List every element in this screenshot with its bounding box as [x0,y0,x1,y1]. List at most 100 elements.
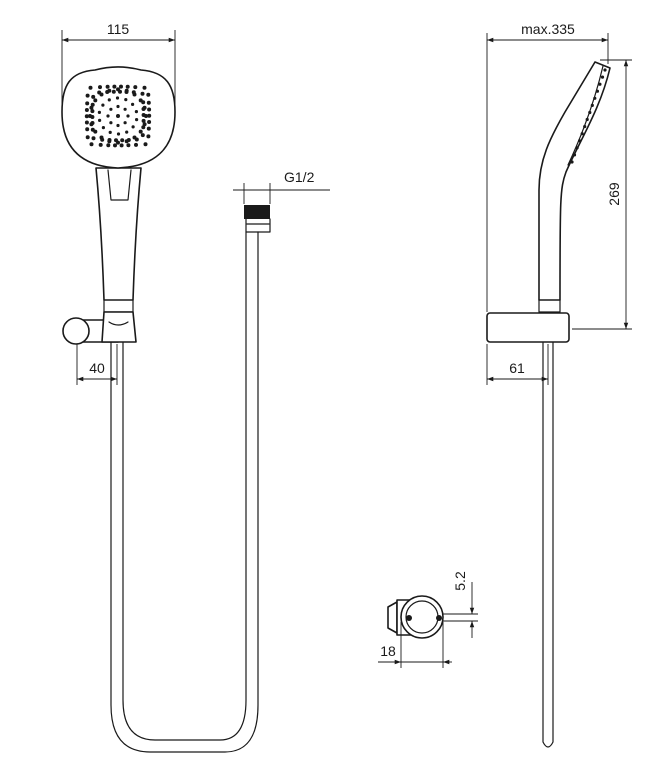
nozzle-dot [97,110,101,114]
nozzle-dot [134,137,139,142]
nozzle-dot [90,127,95,132]
nozzle-dot [97,90,102,95]
nozzle-dot [146,100,151,105]
nozzle-dot [107,98,111,102]
hose-front [110,231,259,753]
side-nozzle-dot [588,110,592,115]
dim-max-depth-label: max.335 [521,21,575,37]
dim-holder-front-label: 40 [89,360,105,376]
nozzle-dot [138,129,143,134]
dim-height-label: 269 [606,182,622,206]
nozzle-dot [123,121,127,125]
nozzle-dot [118,89,122,94]
nozzle-dot [143,142,148,147]
dim-bracket-width-label: 18 [380,643,396,659]
nozzle-dot [91,94,96,99]
side-nozzle-dot [578,139,582,143]
dim-head-width: 115 [61,21,176,108]
nozzle-dot [147,107,152,112]
nozzle-dot [101,103,105,107]
nozzle-dot [84,114,89,119]
nozzle-dot [141,113,146,117]
nozzle-dot [131,102,135,106]
nozzle-dot [116,132,121,136]
nozzle-dot [141,118,146,123]
nozzle-dot [109,107,113,111]
nozzle-dot [113,143,117,148]
side-nozzle-dot [598,82,602,86]
nozzle-dot [140,133,145,138]
side-nozzle-dot [575,146,579,150]
handset-handle [95,167,142,301]
nozzle-dot [141,100,146,105]
nozzle-dot [90,121,95,125]
dim-head-width-label: 115 [107,21,130,37]
nozzle-dot [135,118,139,122]
dim-bracket-width: 18 [378,622,452,668]
nozzle-dot [88,85,93,90]
nozzle-dot [116,104,120,109]
nozzle-dot [146,134,151,139]
nozzle-dot [126,138,131,142]
side-nozzle-dot [600,75,605,79]
nozzle-dot [131,90,136,95]
nozzle-dot [98,142,103,147]
nozzle-dot [105,90,110,94]
side-nozzle-dot [590,103,594,107]
dim-bracket-hole: 5.2 [442,571,478,638]
dim-bracket-hole-label: 5.2 [452,571,468,591]
dim-thread-label: G1/2 [284,169,315,185]
nozzle-dot [120,138,125,143]
nozzle-dot [108,130,112,134]
nozzle-dot [98,118,102,122]
dim-thread: G1/2 [233,169,330,204]
dim-holder-front: 40 [76,344,118,385]
nozzle-dot [89,105,94,110]
dim-max-depth: max.335 [486,21,609,312]
nozzle-dot [126,143,131,148]
front-view: 115 40 G1/2 [61,21,330,753]
side-nozzle-dot [603,68,607,72]
side-nozzle-dot [595,89,600,93]
nozzle-dot [142,85,147,90]
nozzle-dot [125,130,129,134]
nozzle-dot [116,123,120,128]
nozzle-dot [101,126,105,130]
side-nozzle-dot [570,160,574,164]
nozzle-dot [85,101,90,106]
nozzle-dot [133,85,138,90]
wall-holder-side [486,312,570,343]
nozzle-dot [84,108,89,112]
nozzle-dot [107,138,112,142]
nozzle-dot [126,114,130,118]
nozzle-dot [141,107,146,111]
nozzle-dot [85,93,90,98]
side-nozzle-dot [572,153,577,157]
hose-side [542,341,554,748]
nozzle-dot [119,84,123,89]
hose-connector [244,205,271,233]
nozzle-dot [141,125,146,130]
nozzle-dot [100,137,105,142]
nozzle-dot [84,120,89,125]
handset-side [538,61,611,301]
nozzle-dot [90,115,95,119]
side-nozzle-dot [593,96,597,100]
dim-holder-side-label: 61 [509,360,525,376]
nozzle-dot [116,114,120,118]
nozzle-dot [90,102,95,107]
side-view: max.335 269 61 [486,21,632,748]
nozzle-dot [142,122,147,127]
nozzle-dot [91,136,96,141]
nozzle-dot [124,98,128,102]
nozzle-dot [112,84,117,89]
nozzle-dot [124,90,129,94]
nozzle-dot [125,84,130,89]
wall-holder-front [62,311,137,345]
nozzle-dot [147,120,152,124]
nozzle-dot [119,143,124,148]
nozzle-dot [85,127,90,132]
nozzle-dot [98,85,102,90]
nozzle-dot [111,89,116,94]
